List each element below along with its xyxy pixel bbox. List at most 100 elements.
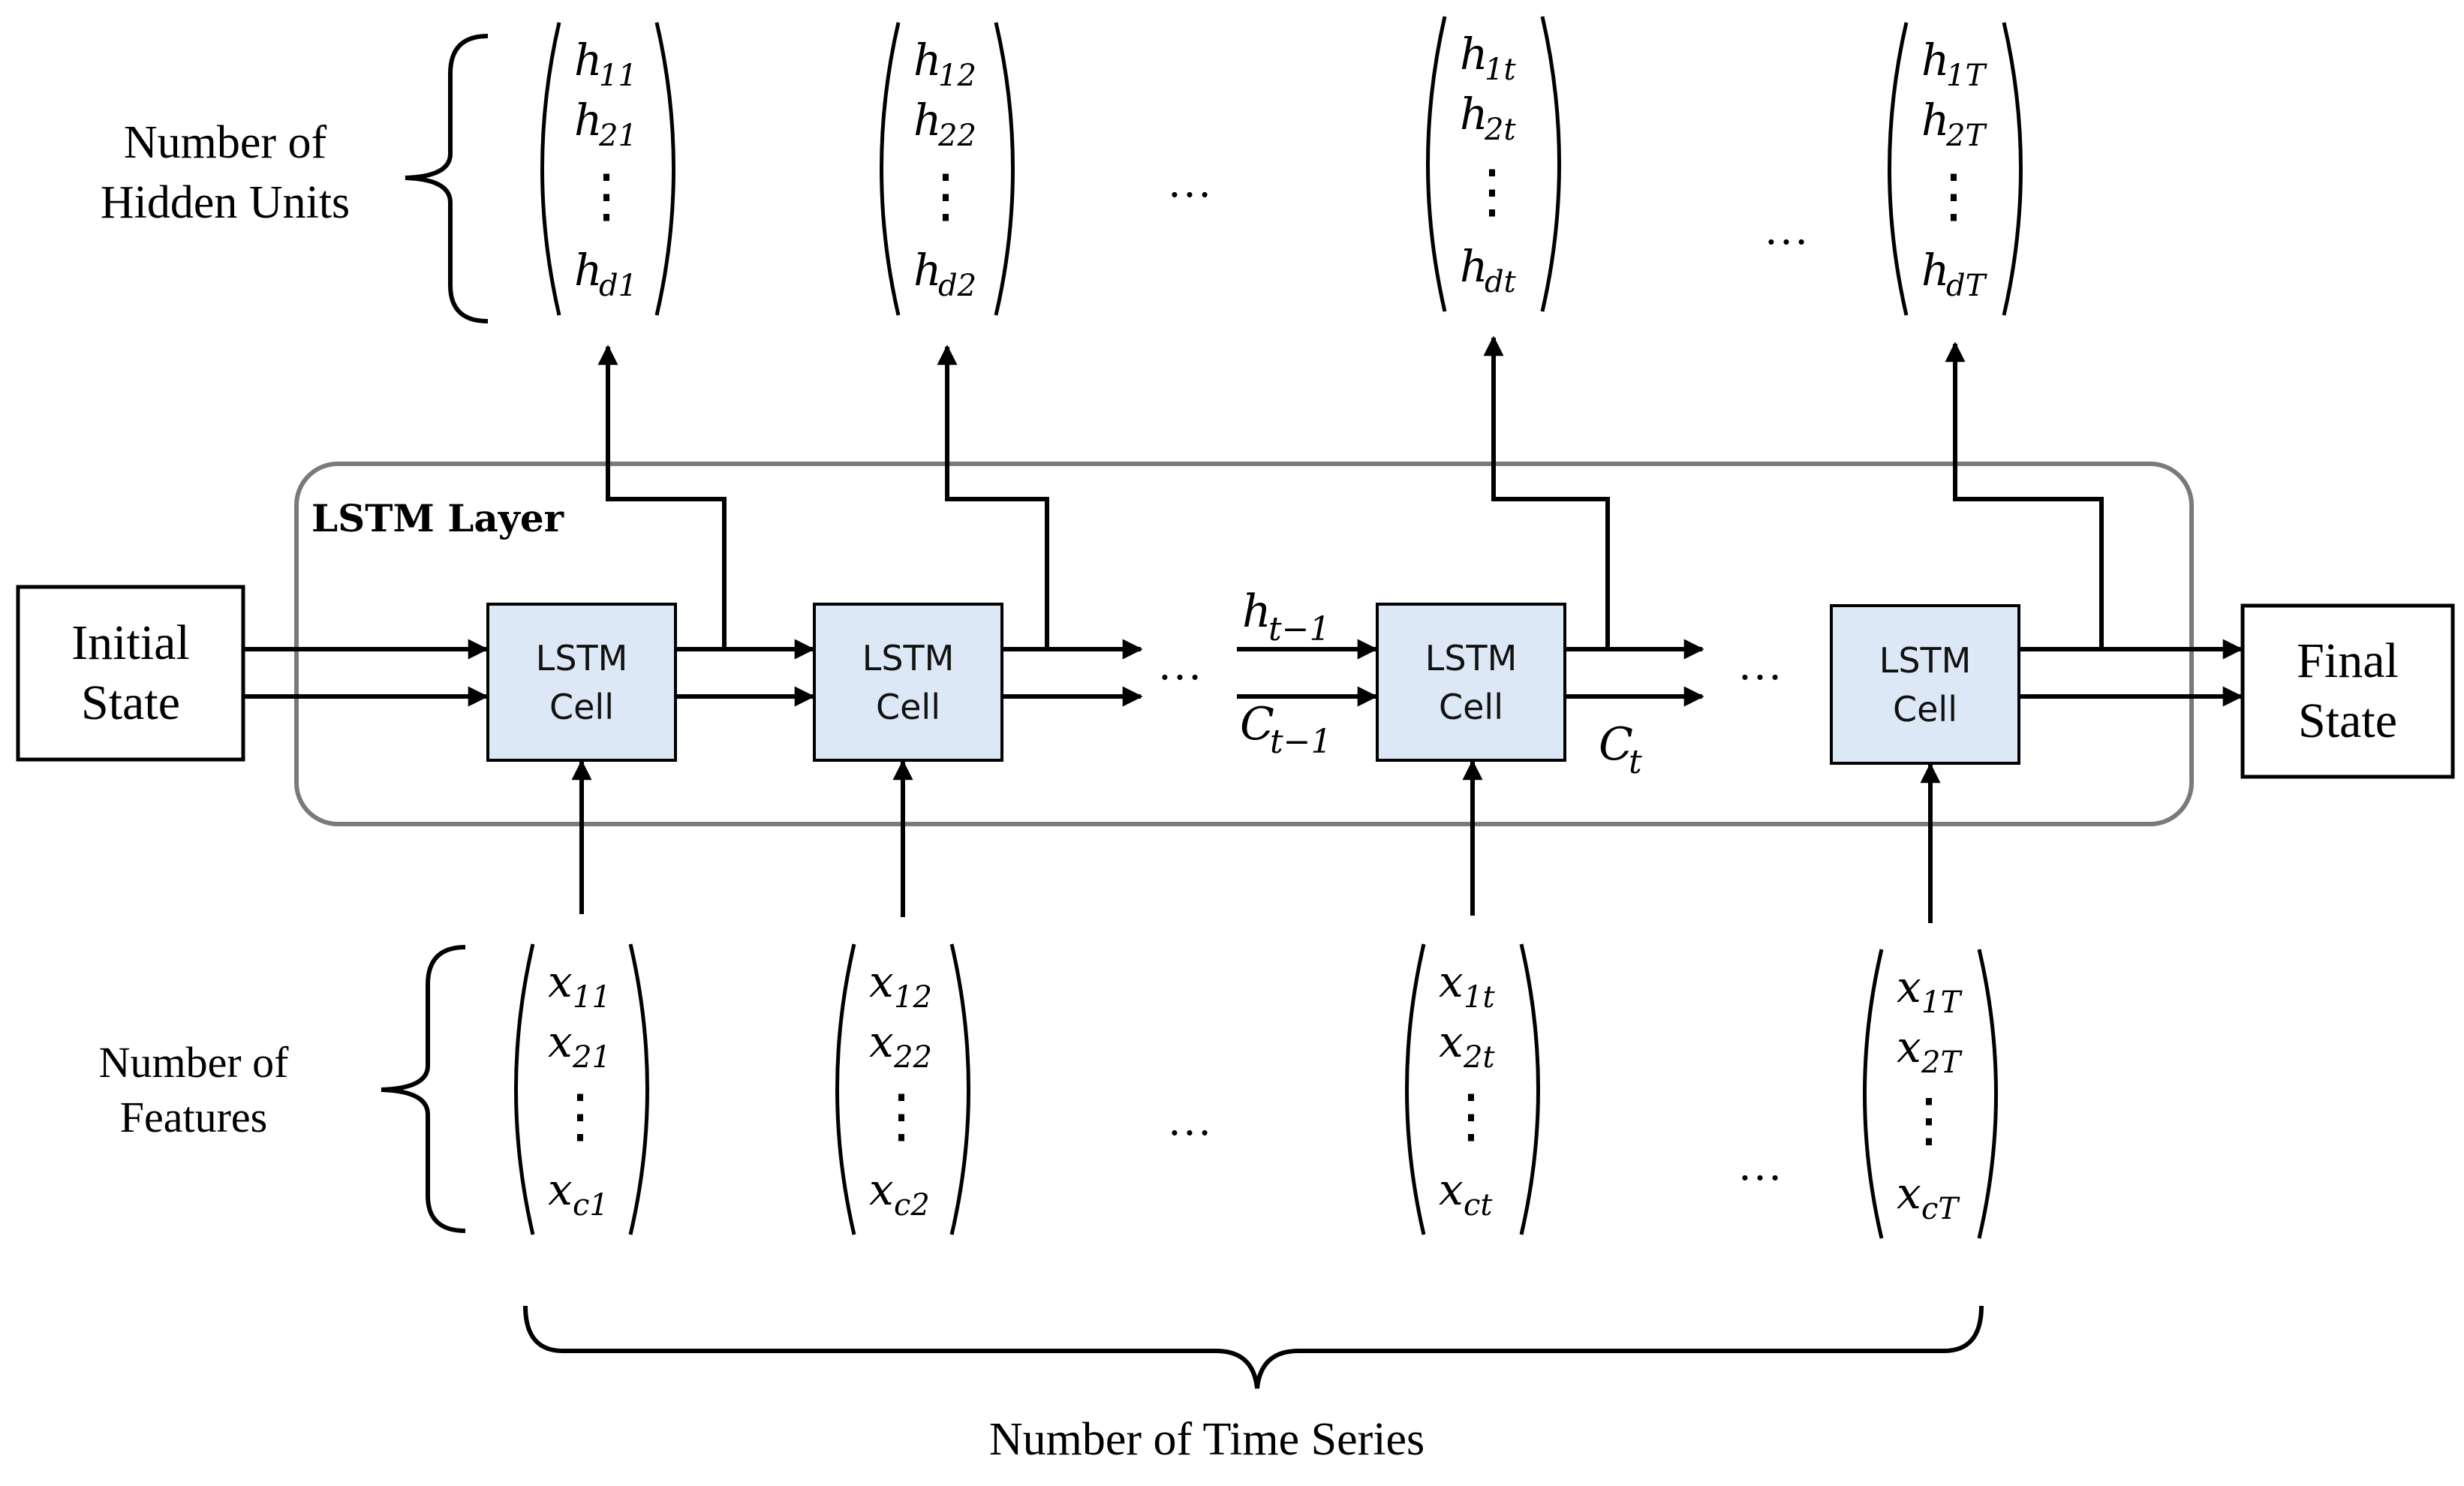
hidden-vector-4-bottom-subscript: dT: [1946, 269, 1988, 303]
hidden-vector-3-left-paren: [1426, 16, 1447, 312]
svg-text:t−1: t−1: [1268, 610, 1331, 648]
input-arrows: [571, 760, 1941, 923]
feature-vector-4-bottom-subscript: cT: [1921, 1192, 1960, 1226]
feature-vector-3-bottom-subscript: ct: [1464, 1188, 1493, 1223]
feature-vector-1-left-paren: [514, 943, 535, 1235]
feature-vector-2-left-paren: [835, 943, 856, 1235]
feature-vector-2-second-subscript: 22: [893, 1040, 932, 1075]
feature-vector-4-vdots: ⋮: [1900, 1087, 1958, 1153]
feature-vector-3-left-paren: [1405, 943, 1426, 1235]
hidden-vector-3-bottom-subscript: dt: [1485, 265, 1517, 299]
feature-vector-4-bottom: x: [1897, 1168, 1921, 1219]
feature-vector-4-second: x: [1897, 1021, 1921, 1072]
lstm-cell-T: LSTM Cell: [1830, 604, 2020, 765]
hidden-vector-1-bottom-subscript: d1: [599, 269, 637, 303]
feature-vector-2-top: x: [869, 956, 894, 1007]
cell-2-line2: Cell: [876, 687, 940, 727]
initial-state-line1: Initial: [71, 615, 190, 670]
hidden-vector-4-second-subscript: 2T: [1945, 119, 1987, 153]
features-label-line2: Features: [120, 1093, 268, 1142]
feature-vector-3-top: x: [1439, 956, 1464, 1007]
hidden-vector-3-second-subscript: 2t: [1484, 113, 1516, 147]
final-state-line1: Final: [2297, 633, 2399, 688]
hidden-vector-4-second: h: [1921, 95, 1949, 146]
feature-vector-2-bottom-subscript: c2: [894, 1188, 930, 1223]
hidden-units-label-line2: Hidden Units: [101, 177, 350, 228]
initial-state-line2: State: [81, 675, 180, 730]
hidden-output-arrows: [597, 335, 2104, 649]
feature-vector-4-left-paren: [1863, 949, 1884, 1239]
lstm-cell-2: LSTM Cell: [813, 603, 1003, 762]
feature-vector-1-bottom: x: [548, 1164, 573, 1215]
hidden-vector-4-top: h: [1921, 35, 1949, 86]
cell-t-line1: LSTM: [1425, 638, 1518, 678]
time-series-label: Number of Time Series: [989, 1414, 1425, 1465]
hidden-vector-1-second: h: [574, 95, 602, 146]
hidden-ellipsis-1: …: [1167, 157, 1212, 206]
final-state-box: Final State: [2240, 603, 2455, 779]
svg-text:h: h: [1242, 585, 1271, 638]
svg-text:C: C: [1240, 698, 1274, 751]
feature-vector-3-bottom: x: [1439, 1164, 1464, 1215]
feature-vector-3-right-paren: [1519, 943, 1540, 1235]
initial-state-box: Initial State: [16, 585, 245, 762]
hidden-vector-2-second-subscript: 22: [937, 119, 976, 153]
cell-1-line2: Cell: [549, 687, 614, 727]
feature-vector-1-second-subscript: 21: [572, 1040, 611, 1075]
feature-vector-4-right-paren: [1977, 949, 1998, 1239]
feature-vector-3-top-subscript: 1t: [1464, 980, 1495, 1015]
feature-vector-2-top-subscript: 12: [894, 980, 932, 1015]
feature-ellipsis-2: …: [1737, 1140, 1783, 1190]
features-label-line1: Number of: [99, 1038, 290, 1087]
feature-vector-4-top-subscript: 1T: [1921, 985, 1963, 1020]
hidden-vector-4-top-subscript: 1T: [1946, 59, 1987, 93]
feature-vector-3-vdots: ⋮: [1442, 1083, 1500, 1148]
hidden-ellipsis-2: …: [1764, 204, 1809, 254]
hidden-units-label-line1: Number of: [124, 117, 327, 168]
feature-vector-3-second: x: [1439, 1016, 1464, 1067]
hidden-units-brace: [405, 34, 489, 323]
hidden-vector-1-top: h: [574, 35, 602, 86]
hidden-vector-3-top-subscript: 1t: [1485, 53, 1516, 87]
hidden-vector-3-vdots: ⋮: [1463, 158, 1521, 224]
h-prev-label: h t−1: [1242, 585, 1331, 648]
ellipsis-after-cell-t: …: [1737, 639, 1783, 689]
hidden-vector-2-bottom: h: [913, 245, 941, 296]
hidden-vector-2-second: h: [913, 95, 941, 146]
hidden-vector-3-bottom: h: [1460, 241, 1488, 292]
cell-T-line2: Cell: [1893, 689, 1957, 729]
feature-vector-1-second: x: [548, 1016, 573, 1067]
feature-vector-2-second: x: [869, 1016, 894, 1067]
feature-vector-4-second-subscript: 2T: [1921, 1045, 1963, 1080]
hidden-vector-2-top: h: [913, 35, 941, 86]
ellipsis-between-cells: …: [1157, 639, 1202, 689]
cell-t-line2: Cell: [1439, 687, 1503, 727]
hidden-vector-2-vdots: ⋮: [916, 163, 975, 228]
c-prev-label: C t−1: [1240, 698, 1332, 761]
time-series-brace: [523, 1305, 1984, 1389]
hidden-vector-3-right-paren: [1540, 16, 1561, 312]
hidden-vector-3-second: h: [1460, 89, 1488, 140]
features-brace: [381, 945, 466, 1233]
hidden-vector-4-left-paren: [1888, 22, 1909, 316]
feature-vector-3-second-subscript: 2t: [1463, 1040, 1495, 1075]
hidden-vector-1-left-paren: [540, 22, 561, 316]
feature-vector-2-right-paren: [949, 943, 970, 1235]
svg-text:C: C: [1599, 718, 1633, 771]
hidden-vector-1-top-subscript: 11: [599, 59, 637, 93]
hidden-vector-1-second-subscript: 21: [598, 119, 637, 153]
cell-2-line1: LSTM: [862, 638, 955, 678]
feature-vector-4-top: x: [1897, 961, 1921, 1012]
hidden-vector-4-bottom: h: [1921, 245, 1949, 296]
feature-vector-2-bottom: x: [869, 1164, 894, 1215]
hidden-vector-2-left-paren: [880, 22, 901, 316]
